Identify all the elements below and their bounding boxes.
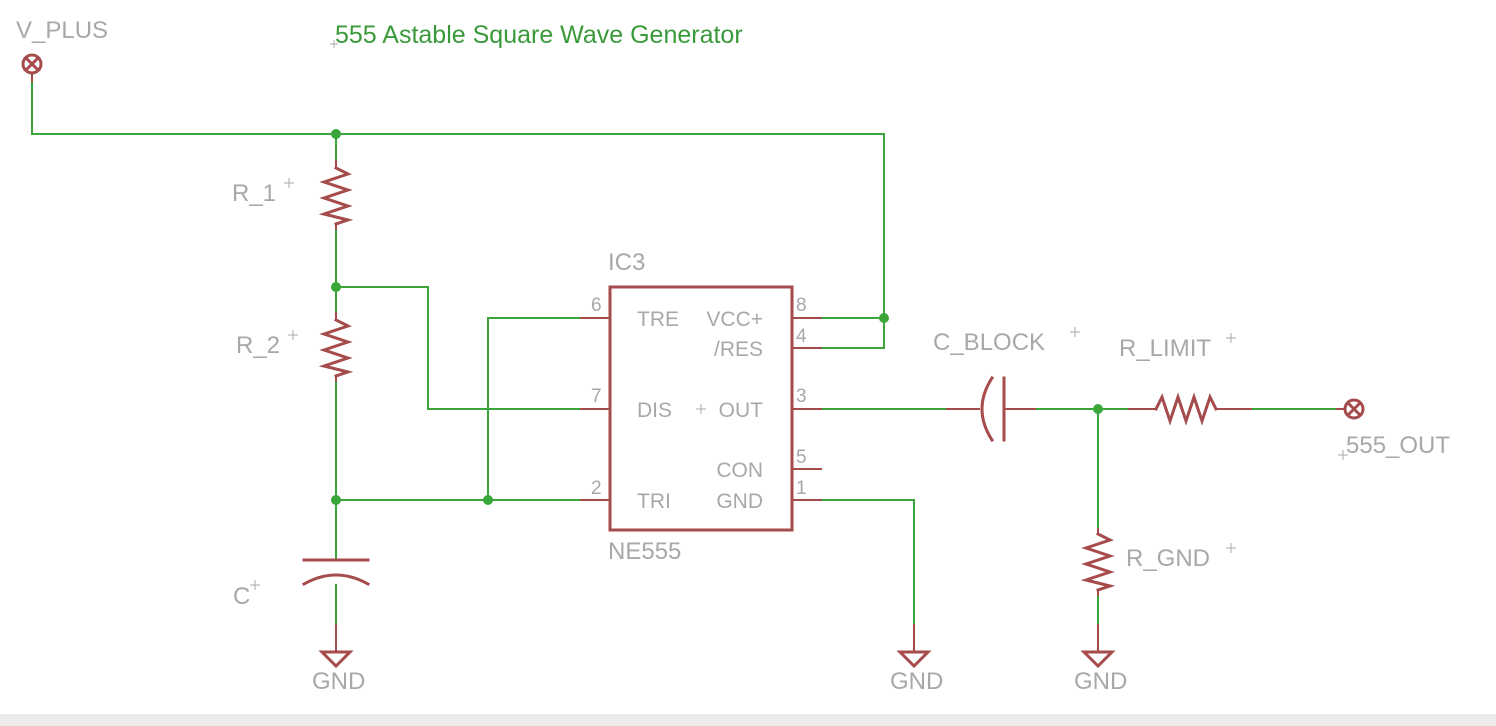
wire-discharge <box>336 286 580 410</box>
gnd-symbol-middle[interactable] <box>896 624 932 669</box>
c-label: C <box>233 583 250 610</box>
junction-trigger <box>483 495 493 505</box>
pin-name-dis: DIS <box>637 399 672 422</box>
ic-origin-cross <box>696 404 706 414</box>
capacitor-c-block[interactable] <box>946 375 1036 443</box>
pin-name-tre: TRE <box>637 308 679 331</box>
vplus-port-circle <box>21 53 43 75</box>
pin-name-con: CON <box>716 459 763 482</box>
pin-name-vcc: VCC+ <box>706 308 763 331</box>
r2-origin-cross <box>288 330 298 340</box>
r-limit-origin-cross <box>1226 333 1236 343</box>
wire-trigger-threshold <box>487 317 580 500</box>
junction-vplus-r1 <box>331 129 341 139</box>
gnd-symbol-left[interactable] <box>318 624 354 669</box>
resistor-r1[interactable] <box>318 160 354 230</box>
pin-name-res: /RES <box>714 338 763 361</box>
title-origin-cross <box>330 40 338 48</box>
resistor-r-limit[interactable] <box>1128 392 1252 426</box>
vplus-label: V_PLUS <box>16 17 108 44</box>
pin-num-out: 3 <box>796 386 807 407</box>
wire-gnd-pin1 <box>820 499 915 626</box>
ic-ne555[interactable] <box>580 285 822 532</box>
pin-num-dis: 7 <box>591 386 602 407</box>
pin-name-tri: TRI <box>637 490 671 513</box>
gnd-label-right: GND <box>1074 668 1127 695</box>
wires <box>31 80 1340 626</box>
vplus-port[interactable] <box>21 53 43 82</box>
bottom-scrollbar-strip <box>0 714 1496 726</box>
r-limit-label: R_LIMIT <box>1119 335 1211 362</box>
r1-origin-cross <box>284 178 294 188</box>
output-origin-cross <box>1338 450 1348 460</box>
junction-output <box>1093 404 1103 414</box>
pin-name-out: OUT <box>719 399 764 422</box>
output-port[interactable] <box>1336 398 1365 420</box>
wire-vplus-rail <box>31 80 885 318</box>
c-origin-cross <box>250 580 260 590</box>
pin-num-gnd: 1 <box>796 478 807 499</box>
pin-num-res: 4 <box>796 326 807 347</box>
pin-num-con: 5 <box>796 447 807 468</box>
junction-r1-r2 <box>331 282 341 292</box>
r2-label: R_2 <box>236 332 280 359</box>
junctions <box>331 129 1103 505</box>
r1-label: R_1 <box>232 180 276 207</box>
ic-value-label: NE555 <box>608 538 681 565</box>
schematic-title: 555 Astable Square Wave Generator <box>335 21 743 49</box>
gnd-label-middle: GND <box>890 668 943 695</box>
pin-num-vcc: 8 <box>796 295 807 316</box>
c-block-label: C_BLOCK <box>933 329 1045 356</box>
gnd-label-left: GND <box>312 668 365 695</box>
capacitor-c[interactable] <box>301 558 371 587</box>
output-port-label: 555_OUT <box>1346 432 1450 459</box>
pin-name-gnd: GND <box>716 490 763 513</box>
pin-num-tre: 6 <box>591 295 602 316</box>
junction-vcc-reset <box>879 313 889 323</box>
gnd-symbol-right[interactable] <box>1080 624 1116 669</box>
output-port-circle <box>1343 398 1365 420</box>
junction-timing <box>331 495 341 505</box>
c-block-origin-cross <box>1070 327 1080 337</box>
resistor-r2[interactable] <box>318 312 354 382</box>
pin-num-tri: 2 <box>591 478 602 499</box>
resistor-r-gnd[interactable] <box>1080 528 1116 596</box>
r-gnd-label: R_GND <box>1126 545 1210 572</box>
ic-ref-label: IC3 <box>608 249 645 276</box>
wire-reset-pin4 <box>820 318 885 349</box>
r-gnd-origin-cross <box>1226 543 1236 553</box>
